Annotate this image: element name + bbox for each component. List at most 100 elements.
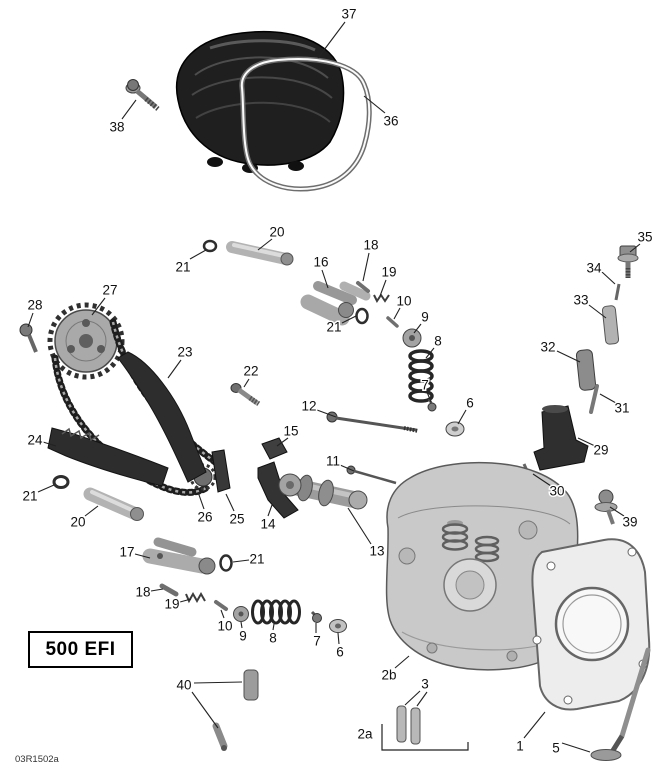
callout-13: 13 — [369, 544, 384, 559]
callout-10: 10 — [217, 619, 232, 634]
leader-line-38 — [121, 99, 137, 120]
dowel-pins — [396, 705, 421, 745]
leader-line-26 — [197, 491, 205, 510]
chain-guide-upper — [117, 351, 207, 483]
callout-2a: 2a — [357, 727, 373, 742]
leader-line-20 — [84, 505, 99, 517]
leader-line-9 — [413, 323, 422, 334]
callout-36: 36 — [383, 114, 398, 129]
stud-bolt-icon — [230, 383, 261, 407]
callout-1: 1 — [516, 739, 524, 754]
tensioner-bolt-35 — [617, 245, 639, 278]
callout-10: 10 — [396, 294, 411, 309]
leader-line-40 — [193, 681, 243, 684]
model-label-box: 500 EFI — [28, 631, 133, 668]
callout-5: 5 — [552, 741, 560, 756]
leader-line-9 — [240, 621, 243, 629]
leader-line-34 — [601, 271, 616, 285]
callout-40: 40 — [176, 678, 191, 693]
callout-23: 23 — [177, 345, 192, 360]
leader-line-21 — [189, 249, 207, 260]
callout-19: 19 — [164, 597, 179, 612]
leader-line-21 — [37, 484, 55, 493]
callout-25: 25 — [229, 512, 244, 527]
callout-21: 21 — [22, 489, 37, 504]
leader-line-37 — [317, 21, 346, 59]
tensioner-sleeve-33 — [601, 305, 620, 345]
leader-line-28 — [27, 312, 34, 328]
callout-24: 24 — [27, 433, 43, 448]
leader-line-24 — [42, 441, 57, 447]
callout-22: 22 — [243, 364, 258, 379]
callout-2b: 2b — [381, 668, 396, 683]
cover-bolt-icon — [125, 79, 160, 111]
valve-cover — [175, 30, 345, 173]
leader-line-10 — [220, 609, 225, 619]
leader-line-15 — [276, 437, 289, 447]
cylinder-head — [385, 461, 579, 671]
leader-line-20 — [257, 238, 273, 251]
rocker-arm-bottom — [142, 537, 233, 575]
leader-line-22 — [243, 378, 250, 388]
leader-line-31 — [599, 393, 617, 404]
leader-line-40 — [191, 691, 219, 729]
callout-34: 34 — [586, 261, 602, 276]
callout-26: 26 — [197, 510, 212, 525]
callout-31: 31 — [614, 401, 629, 416]
callout-8: 8 — [434, 334, 442, 349]
leader-line-5 — [561, 742, 591, 753]
callout-14: 14 — [260, 517, 276, 532]
callout-21: 21 — [249, 552, 264, 567]
oring-left-icon — [52, 475, 70, 489]
leader-line-21 — [232, 559, 250, 563]
tensioner-sleeve-32 — [575, 349, 597, 391]
tensioner-pin-34 — [614, 283, 621, 301]
leader-line-35 — [629, 243, 641, 253]
chain-tensioner-body-29 — [533, 405, 589, 471]
callout-32: 32 — [540, 340, 555, 355]
leader-line-23 — [167, 359, 182, 379]
callout-3: 3 — [421, 677, 429, 692]
callout-17: 17 — [119, 545, 134, 560]
leader-line-30 — [532, 473, 552, 487]
callout-30: 30 — [549, 484, 564, 499]
callout-28: 28 — [27, 298, 42, 313]
leader-line-2b — [394, 655, 410, 669]
leader-line-25 — [225, 493, 235, 512]
rocker-shaft-top — [202, 239, 294, 266]
model-label: 500 EFI — [45, 638, 116, 660]
leader-line-33 — [588, 304, 607, 319]
callout-11: 11 — [326, 454, 340, 469]
leader-line-32 — [556, 350, 581, 363]
callout-8: 8 — [269, 631, 277, 646]
leader-line-3 — [404, 690, 421, 706]
leader-line-10 — [393, 307, 401, 320]
leader-line-17 — [134, 553, 151, 559]
leader-line-19 — [179, 598, 192, 603]
bleed-parts — [212, 669, 259, 751]
leader-line-8 — [425, 347, 435, 359]
callout-6: 6 — [336, 645, 344, 660]
callout-19: 19 — [381, 265, 396, 280]
callout-39: 39 — [622, 515, 637, 530]
tensioner-pin-31 — [589, 384, 599, 414]
sprocket-bolt-icon — [19, 323, 38, 353]
valve-train-parts-top — [356, 281, 465, 437]
callout-35: 35 — [637, 230, 652, 245]
callout-21: 21 — [175, 260, 190, 275]
callout-9: 9 — [421, 310, 429, 325]
head-bracket-line — [381, 724, 469, 751]
callout-33: 33 — [573, 293, 588, 308]
callout-38: 38 — [109, 120, 124, 135]
cam-plate — [257, 461, 299, 519]
rocker-arm-top — [300, 281, 371, 326]
callout-18: 18 — [363, 238, 378, 253]
camshaft — [278, 473, 368, 510]
valve — [590, 647, 651, 761]
callout-9: 9 — [239, 629, 247, 644]
leader-line-11 — [339, 464, 355, 472]
leader-line-36 — [363, 95, 386, 114]
